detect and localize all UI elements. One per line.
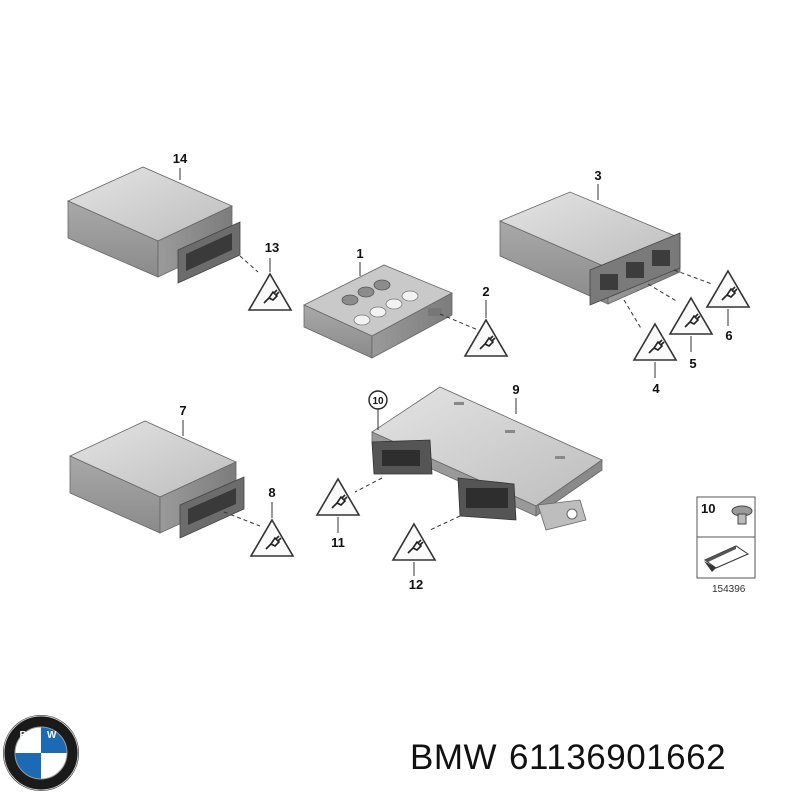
bmw-logo: BMW [3,715,79,791]
screw-icon [731,505,753,525]
module-3 [498,191,682,306]
callout-10: 10 [372,396,384,407]
footer-brand: BMW [410,738,498,777]
electrical-warning-icon-5 [669,297,713,335]
number-leaders [269,258,729,576]
callout-10-circle [368,390,388,410]
electrical-warning-icon-6 [706,270,750,308]
electrical-warning-icon-4 [633,323,677,361]
callout-7: 7 [179,403,186,418]
callout-13: 13 [265,240,279,255]
callout-5: 5 [689,356,696,371]
footer-caption: BMW 61136901662 [410,738,738,778]
electrical-warning-icon-12 [392,523,436,561]
module-1 [303,264,453,359]
module-7 [69,420,245,539]
module-14 [67,166,241,284]
bmw-logo-letters: BMW [20,730,63,741]
callout-14: 14 [173,151,188,166]
callout-12: 12 [409,577,423,592]
diagram-id: 154396 [712,584,746,595]
dashed-leaders [223,255,713,531]
callout-8: 8 [268,485,275,500]
callout-1: 1 [356,246,363,261]
electrical-warning-icon-2 [464,319,508,357]
callout-2: 2 [482,284,489,299]
legend-box: 10 154396 [696,496,756,595]
callout-11: 11 [331,535,345,550]
electrical-warning-icon-13 [248,273,292,311]
footer-part-number: 61136901662 [509,738,727,777]
module-9 [371,386,603,531]
callout-3: 3 [594,168,601,183]
callout-9: 9 [512,382,519,397]
callout-6: 6 [725,328,732,343]
callout-4: 4 [652,381,660,396]
arrow-icon [704,545,750,572]
electrical-warning-icon-11 [316,478,360,516]
legend-item-number: 10 [701,501,715,516]
